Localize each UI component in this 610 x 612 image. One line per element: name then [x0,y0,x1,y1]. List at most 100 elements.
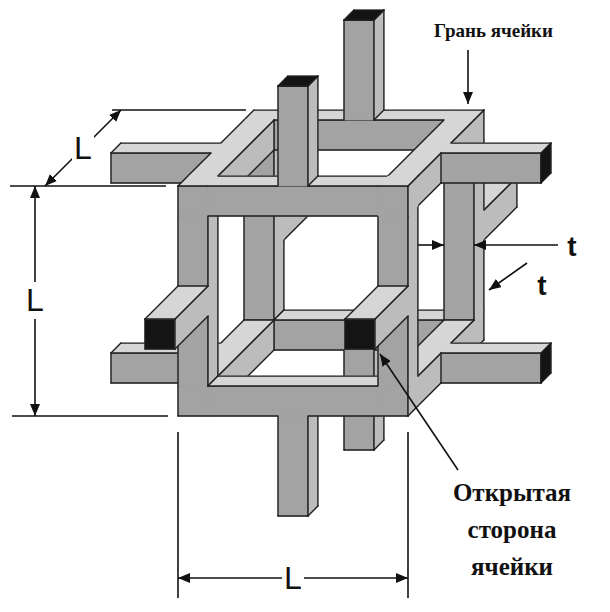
outline-edge [373,20,374,120]
outline-edge [178,176,188,186]
outline-edge [383,10,384,110]
outline-edge [483,310,484,340]
outline-edge [178,185,208,186]
outline-edge [374,110,384,120]
extension-line [10,185,166,187]
outline-edge [378,185,408,186]
outline-edge [407,186,408,216]
outline-edge [474,110,484,120]
strut-face [145,286,208,319]
outline-edge [407,216,408,286]
outline-edge [550,343,551,373]
outline-edge [217,206,218,376]
outline-edge [221,120,244,143]
outline-edge [344,19,374,20]
corner-joint [378,176,418,216]
outline-edge [208,385,378,386]
outline-edge [441,352,541,353]
dimension-label: L [72,130,94,167]
outline-edge [344,319,345,349]
outline-edge [177,186,178,216]
strut [344,10,384,120]
outline-edge [218,375,388,376]
part-label: Грань ячейки [432,20,555,42]
outline-edge [175,286,208,319]
outline-edge [273,320,274,350]
outline-edge [441,382,541,383]
outline-edge [441,182,541,183]
strut-face [378,386,408,416]
outline-edge [110,153,111,183]
outline-edge [441,352,541,353]
outline-edge [417,206,418,376]
outline-edge [451,320,474,343]
outline-edge [278,76,288,86]
callout-label: Открытая сторона ячейки [425,474,599,585]
strut-face [374,10,384,120]
strut-face [441,343,551,353]
outline-edge [273,120,274,150]
outline-edge [145,348,175,349]
outline-edge [345,318,375,319]
outline-edge [188,153,211,176]
outline-edge [484,207,517,240]
outline-edge [375,286,408,319]
outline-edge [345,348,375,349]
outline-edge [374,319,375,349]
outline-edge [541,143,551,153]
outline-edge [208,415,278,416]
outline-edge [308,76,318,86]
outline-edge [541,373,551,383]
outline-edge [274,310,284,320]
thickness-arrow [474,244,558,246]
outline-edge [307,416,308,516]
outline-edge [308,415,378,416]
strut [145,286,208,349]
outline-edge [111,343,121,353]
outline-edge [278,85,308,86]
outline-edge [244,319,274,320]
outline-edge [373,20,374,120]
outline-edge [550,143,551,173]
strut-face [408,206,418,386]
leader-arrow [380,354,458,470]
strut-face [208,386,378,416]
outline-edge [307,416,308,516]
outline-edge [451,342,551,343]
outline-edge [540,353,541,383]
outline-edge [174,319,175,349]
outline-edge [111,143,121,153]
outline-edge [288,75,318,76]
outline-edge [178,285,208,286]
outline-edge [444,319,474,320]
outline-edge [308,506,318,516]
strut [441,343,551,383]
extension-line [177,432,179,598]
strut-face [308,406,318,516]
outline-edge [343,20,344,120]
outline-edge [540,153,541,183]
outline-edge [208,385,378,386]
outline-edge [273,320,274,350]
strut-face [345,286,408,319]
outline-edge [418,153,441,176]
outline-edge [111,152,211,153]
strut [441,143,551,183]
outline-edge [374,10,384,20]
strut-cross-section [278,76,318,86]
outline-edge [175,316,208,349]
outline-edge [207,216,208,286]
outline-edge [440,153,441,183]
outline-edge [208,376,218,386]
extension-line [407,432,409,598]
outline-edge [307,86,308,186]
thickness-label: t [535,270,548,302]
strut-face [208,376,388,386]
cell-edge-bar [208,376,388,416]
outline-edge [375,316,408,349]
outline-edge [244,319,274,320]
outline-edge [407,186,408,216]
outline-edge [441,152,541,153]
